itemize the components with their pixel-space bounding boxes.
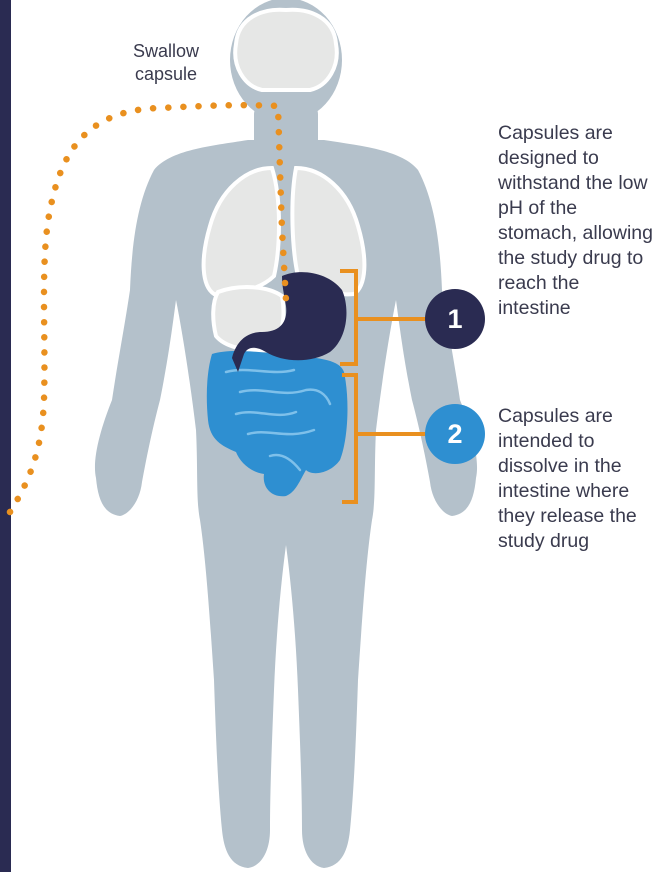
brain (235, 10, 337, 90)
step-2-badge: 2 (425, 404, 485, 464)
swallow-capsule-label: Swallow capsule (116, 40, 216, 86)
step-1-description: Capsules are designed to withstand the l… (498, 121, 654, 321)
step-1-badge: 1 (425, 289, 485, 349)
step-2-description: Capsules are intended to dissolve in the… (498, 404, 654, 554)
